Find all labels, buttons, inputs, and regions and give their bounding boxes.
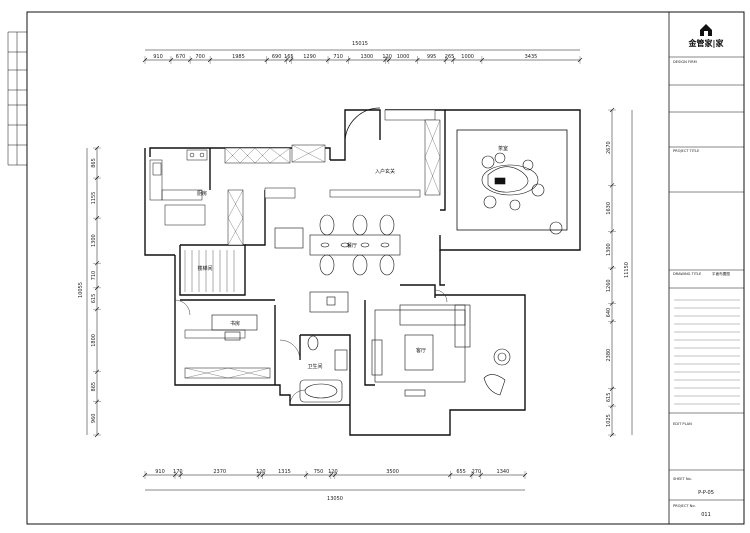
dim-top-segment-label: 165 <box>284 54 294 60</box>
room-label-bath: 卫生间 <box>307 363 322 370</box>
dim-top-segment-label: 1000 <box>397 54 410 60</box>
sheet-number-value: P-P-05 <box>698 490 714 496</box>
sheet-border <box>26 11 745 525</box>
dim-bottom-segment-label: 1340 <box>497 469 510 475</box>
dim-left-segment-label: 865 <box>91 158 97 168</box>
dim-top-segment-label: 670 <box>176 54 186 60</box>
room-label-living: 客厅 <box>416 347 426 354</box>
dim-top-segment-label: 120 <box>382 54 392 60</box>
dim-bottom-segment-label: 120 <box>256 469 266 475</box>
cabinet-hatching <box>184 119 441 379</box>
dim-top-segment-label: 995 <box>427 54 437 60</box>
dim-top-segment-label: 710 <box>333 54 343 60</box>
dim-left-segment-label: 865 <box>91 382 97 392</box>
walls <box>144 107 581 436</box>
dim-left-segment-label: 1300 <box>91 234 97 247</box>
room-label-dining: 餐厅 <box>347 242 357 249</box>
dim-bottom-segment-label: 750 <box>314 469 324 475</box>
dim-left-segment-label: 960 <box>91 414 97 424</box>
dim-bottom-segment-label: 655 <box>456 469 466 475</box>
study-furniture <box>211 291 349 341</box>
drawing-title-value: 平面布置图 <box>712 271 730 276</box>
dim-bottom-segment-label: 3500 <box>386 469 399 475</box>
title-block <box>668 11 745 525</box>
dim-top-segment-label: 700 <box>195 54 205 60</box>
stairs <box>184 250 235 292</box>
sheet-number-label: SHEET No. <box>673 477 692 481</box>
dim-bottom-segment-label: 1315 <box>278 469 291 475</box>
project-title-label: PROJECT TITLE <box>673 149 700 153</box>
kitchen-fixtures <box>152 149 208 226</box>
brand-name: 金管家|家 <box>688 38 725 48</box>
dim-top-segment-label: 910 <box>153 54 163 60</box>
room-label-stair: 楼梯间 <box>197 265 212 272</box>
dim-bottom-segment-label: 2370 <box>213 469 226 475</box>
cabinets <box>149 109 441 379</box>
dim-top-segment-label: 265 <box>445 54 455 60</box>
dim-left-segment-label: 1155 <box>91 192 97 205</box>
dim-top-overall: 15015 <box>352 41 368 47</box>
drawing-title-label: DRAWING TITLE <box>673 272 702 276</box>
dim-right-segment-label: 1300 <box>606 243 612 256</box>
room-label-kitchen: 厨房 <box>197 190 207 197</box>
dim-top-segment-label: 1300 <box>360 54 373 60</box>
dining-set <box>274 214 401 276</box>
dim-right-segment-label: 1260 <box>606 279 612 292</box>
room-label-tea: 茶室 <box>498 145 508 152</box>
tea-room-furniture <box>456 129 568 235</box>
dim-top-segment-label: 1290 <box>303 54 316 60</box>
doors <box>174 289 448 406</box>
dim-top-segment-label: 1985 <box>232 54 245 60</box>
dimension-left: 865 1155 1300 710 615 1800 865 960 <box>86 145 101 438</box>
company-label: DESIGN FIRM <box>673 60 697 64</box>
project-number-label: PROJECT No. <box>673 504 696 508</box>
dim-right-segment-label: 615 <box>606 393 612 403</box>
dim-right-overall: 11150 <box>624 262 630 278</box>
dim-right-segment-label: 1630 <box>606 202 612 215</box>
room-label-study: 书房 <box>230 320 240 327</box>
living-furniture <box>371 304 511 397</box>
dim-left-segment-label: 615 <box>91 294 97 304</box>
dim-top-segment-label: 3435 <box>525 54 538 60</box>
dim-left-segment-label: 710 <box>91 271 97 281</box>
dimension-bottom: 910 170 2370 120 1315 750 120 3500 655 270 1340 <box>142 469 528 491</box>
dim-right-segment-label: 2380 <box>606 349 612 362</box>
dim-right-segment-label: 640 <box>606 308 612 318</box>
dim-right-segment-label: 1025 <box>606 414 612 427</box>
dim-bottom-segment-label: 270 <box>472 469 482 475</box>
dimension-right: 2670 1630 1300 1260 640 2380 615 1025 <box>606 107 633 438</box>
room-label-entry: 入户玄关 <box>375 168 395 175</box>
dim-top-segment-label: 1000 <box>461 54 474 60</box>
dim-bottom-segment-label: 910 <box>155 469 165 475</box>
dim-bottom-segment-label: 120 <box>328 469 338 475</box>
dim-left-overall: 10055 <box>78 282 84 298</box>
dim-bottom-segment-label: 170 <box>173 469 183 475</box>
dim-bottom-overall: 13050 <box>327 496 343 502</box>
project-number-value: 011 <box>701 512 711 518</box>
edit-plan-label: EDIT PLAN <box>673 422 692 426</box>
house-logo-icon <box>700 24 712 36</box>
dim-top-segment-label: 690 <box>272 54 282 60</box>
dim-left-segment-label: 1800 <box>91 334 97 347</box>
revision-strip <box>7 31 27 166</box>
dim-right-segment-label: 2670 <box>606 141 612 154</box>
